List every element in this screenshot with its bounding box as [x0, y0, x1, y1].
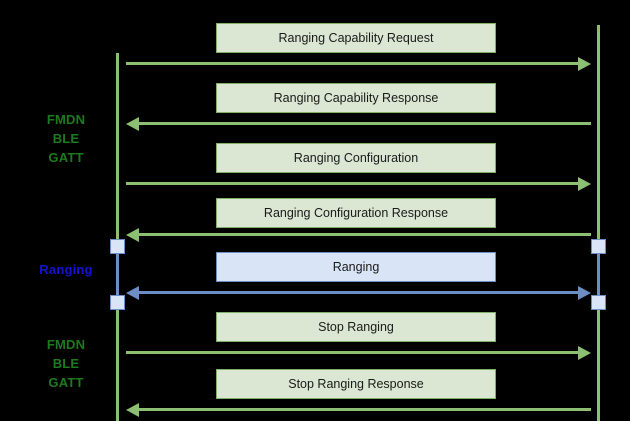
phase-label-fmdn-ble-gatt-top: FMDN BLE GATT	[18, 110, 114, 167]
activation-right-end	[591, 295, 606, 310]
lifeline-left-ranging	[116, 242, 119, 303]
arrowhead-left-icon	[126, 227, 139, 242]
arrowhead-right-icon	[578, 345, 591, 360]
phase-label-fmdn-ble-gatt-bottom: FMDN BLE GATT	[18, 335, 114, 392]
message-arrow-ranging-configuration-response	[126, 227, 591, 242]
lifeline-right-lower	[597, 303, 600, 421]
phase-label-line: GATT	[48, 150, 84, 165]
lifeline-right-ranging	[597, 242, 600, 303]
arrowhead-left-icon	[126, 285, 139, 300]
message-box-stop-ranging: Stop Ranging	[216, 312, 496, 342]
message-box-ranging: Ranging	[216, 252, 496, 282]
phase-label-line: FMDN	[46, 337, 86, 352]
message-arrow-stop-ranging-response	[126, 402, 591, 417]
phase-label-ranging: Ranging	[18, 260, 114, 279]
lifeline-left-upper	[116, 53, 119, 242]
activation-left-end	[110, 295, 125, 310]
message-arrow-ranging-capability-response	[126, 116, 591, 131]
message-box-ranging-configuration-response: Ranging Configuration Response	[216, 198, 496, 228]
activation-left-start	[110, 239, 125, 254]
phase-label-line: Ranging	[39, 262, 93, 277]
phase-label-line: FMDN	[46, 112, 86, 127]
activation-right-start	[591, 239, 606, 254]
message-arrow-ranging-configuration	[126, 176, 591, 191]
lifeline-right-upper	[597, 25, 600, 242]
phase-label-line: BLE	[52, 356, 80, 371]
message-box-ranging-capability-request: Ranging Capability Request	[216, 23, 496, 53]
message-box-ranging-capability-response: Ranging Capability Response	[216, 83, 496, 113]
arrowhead-right-icon	[578, 285, 591, 300]
arrowhead-right-icon	[578, 56, 591, 71]
message-box-stop-ranging-response: Stop Ranging Response	[216, 369, 496, 399]
message-arrow-ranging-bidirectional	[126, 285, 591, 300]
arrowhead-right-icon	[578, 176, 591, 191]
phase-label-line: BLE	[52, 131, 80, 146]
phase-label-line: GATT	[48, 375, 84, 390]
lifeline-left-lower	[116, 303, 119, 421]
message-arrow-stop-ranging	[126, 345, 591, 360]
arrowhead-left-icon	[126, 116, 139, 131]
message-box-ranging-configuration: Ranging Configuration	[216, 143, 496, 173]
message-arrow-ranging-capability-request	[126, 56, 591, 71]
arrowhead-left-icon	[126, 402, 139, 417]
